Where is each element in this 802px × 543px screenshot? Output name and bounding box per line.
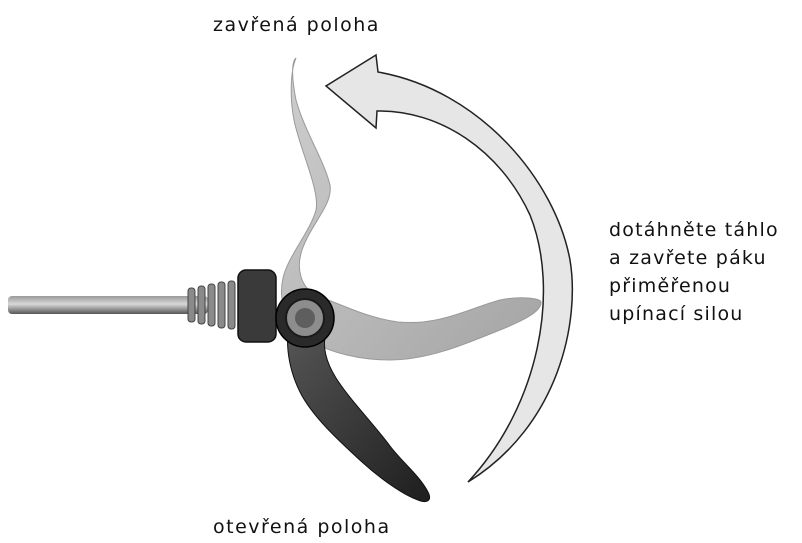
instruction-line: dotáhněte táhlo: [609, 216, 779, 244]
instruction-line: přiměřenou: [609, 272, 779, 300]
tightening-instruction: dotáhněte táhlo a zavřete páku přiměřeno…: [609, 216, 779, 328]
closed-position-label: zavřená poloha: [213, 14, 380, 36]
cam-pivot: [276, 289, 334, 347]
instruction-line: a zavřete páku: [609, 244, 779, 272]
spring-coils: [188, 281, 235, 329]
axle-skewer: [8, 270, 276, 342]
instruction-line: upínací silou: [609, 300, 779, 328]
cam-housing: [238, 270, 276, 342]
open-position-label: otevřená poloha: [213, 516, 391, 538]
